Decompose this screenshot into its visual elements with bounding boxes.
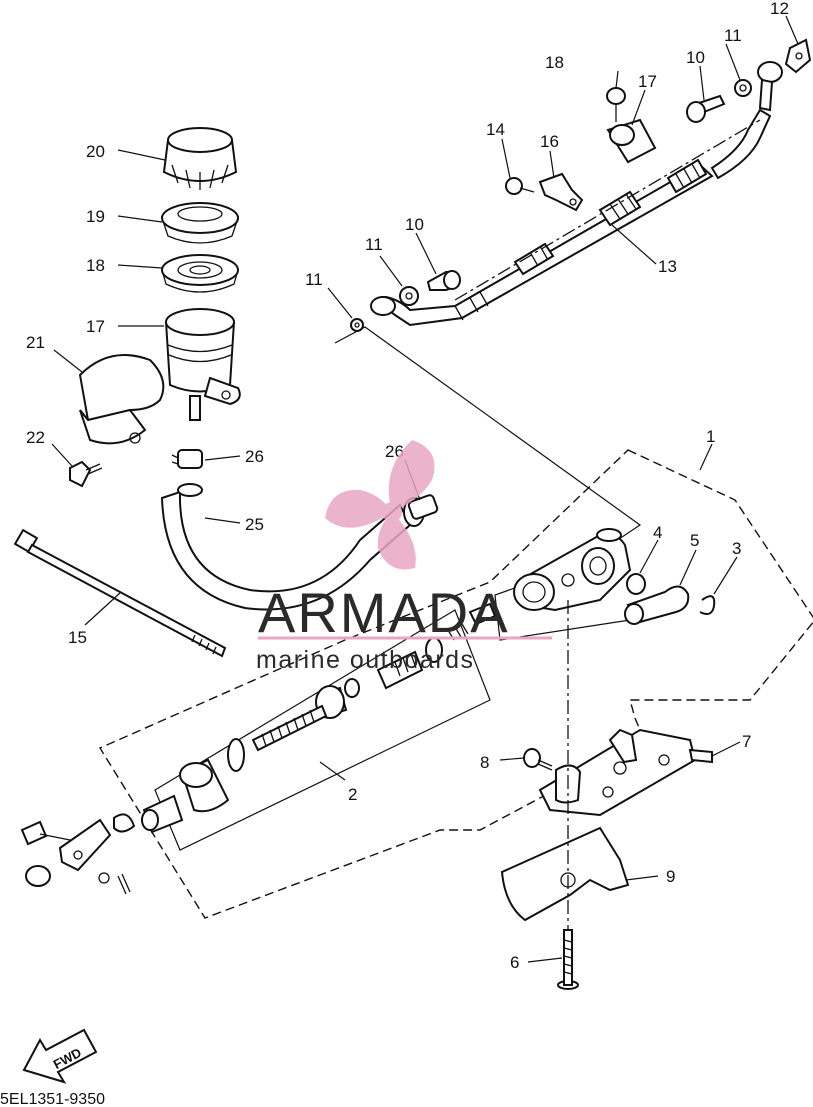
assembly-1-outline: [98, 449, 813, 919]
callout-7: 7: [742, 732, 751, 751]
diaphragm-plate-icon: [161, 254, 239, 293]
armada-watermark: ARMADA marine outboards: [256, 440, 552, 674]
callout-15: 16: [540, 132, 559, 151]
callout-11c: 11: [724, 26, 742, 45]
callout-23: 21: [26, 333, 45, 352]
bracket-7-icon: [538, 728, 713, 817]
callout-16: 14: [486, 120, 505, 139]
centerline-upper: [454, 119, 761, 301]
callout-13: 13: [658, 257, 677, 276]
reservoir-tank-icon: [164, 308, 241, 421]
callout-26a: 26: [245, 447, 264, 466]
washer-11a-icon: [350, 318, 364, 332]
callout-22: 20: [86, 142, 105, 161]
callout-24: 22: [26, 428, 45, 447]
cable-tie-icon: [13, 528, 227, 658]
callout-labels: 20 19 18 17 21 22 26 26 25 15 11 11 10 1…: [26, 0, 789, 972]
o-ring-4-icon: [626, 573, 646, 595]
washer-11b-hole-icon: [405, 292, 413, 300]
circlip-3-icon: [699, 595, 716, 615]
callout-11b: 11: [365, 235, 383, 254]
callout-25: 25: [245, 515, 264, 534]
banjo-bolt-10a-icon: [426, 270, 461, 291]
callout-18: 18: [545, 53, 564, 72]
brake-hose-icon: [370, 61, 783, 327]
washer-11c-hole-icon: [739, 84, 747, 92]
callout-10a: 10: [405, 215, 424, 234]
diaphragm-icon: [161, 202, 239, 244]
callout-19: 17: [86, 317, 105, 336]
callout-10b: 10: [686, 48, 705, 67]
hose-joint-5-icon: [624, 585, 690, 625]
bolt-16-icon: [505, 177, 535, 195]
bracket-12-icon: [784, 38, 812, 74]
guard-9-icon: [500, 826, 630, 922]
callout-20: 18: [86, 256, 105, 275]
callout-12: 12: [770, 0, 789, 18]
hose-clamp-17-icon: [606, 118, 657, 164]
callout-1: 1: [706, 427, 715, 446]
washer-11c-icon: [734, 79, 752, 97]
banjo-bolt-10b-icon: [686, 94, 726, 123]
watermark-tagline: marine outboards: [256, 646, 475, 674]
bolt-18-icon: [606, 87, 626, 122]
assembly-2-outline: [154, 609, 491, 851]
hose-holder-15-icon: [538, 172, 584, 212]
reservoir-cover-icon: [78, 354, 165, 445]
reservoir-cap-icon: [162, 127, 238, 190]
bolt-6-icon: [557, 929, 579, 990]
master-cylinder-body-icon: [513, 528, 632, 612]
callout-8: 8: [480, 753, 489, 772]
washer-11a-hole-icon: [354, 322, 360, 328]
watermark-brand: ARMADA: [258, 581, 510, 644]
screw-24-icon: [69, 460, 103, 488]
bolt-8-icon: [523, 748, 553, 771]
piston-kit-icon: [141, 602, 497, 834]
clevis-icon: [20, 813, 136, 895]
callout-3: 3: [732, 539, 741, 558]
propeller-logo-icon: [325, 440, 435, 570]
callout-17: 17: [638, 72, 657, 91]
callout-6: 6: [510, 953, 519, 972]
callout-4: 4: [653, 523, 662, 542]
callout-9: 9: [666, 867, 675, 886]
callout-5: 5: [690, 531, 699, 550]
callout-14: 15: [68, 628, 87, 647]
washer-11b-icon: [399, 286, 419, 306]
callout-2: 2: [348, 785, 357, 804]
hose-clip-icon: [171, 449, 203, 469]
callout-11a: 11: [305, 270, 323, 289]
document-code: 5EL1351-9350: [0, 1091, 105, 1107]
leader-lines: [51, 15, 799, 963]
fwd-arrow-icon: FWD: [22, 1028, 98, 1084]
callout-21: 19: [86, 207, 105, 226]
